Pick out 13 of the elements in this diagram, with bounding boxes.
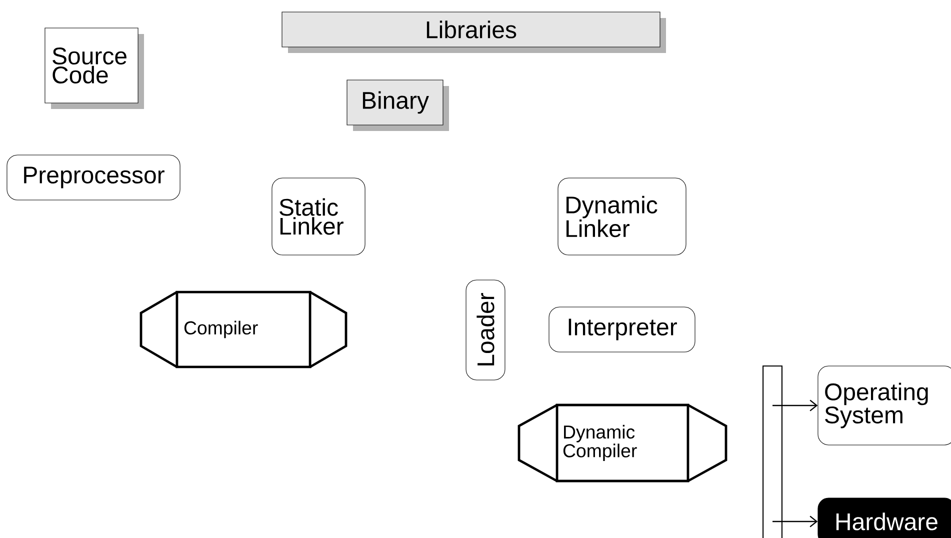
process-box: Preprocessor xyxy=(6,154,180,200)
arrow xyxy=(772,516,818,528)
process-box: Loader xyxy=(466,280,506,380)
process-box: Operating System xyxy=(818,366,951,446)
process-box: Binary xyxy=(346,80,449,131)
vertical-bar xyxy=(762,366,782,538)
process-box: Hardware xyxy=(818,498,951,538)
process-box: Dynamic Linker xyxy=(558,178,686,256)
process-box: Source Code xyxy=(44,28,144,109)
process-box: Libraries xyxy=(282,12,666,53)
arrow xyxy=(772,400,818,412)
process-box: Static Linker xyxy=(272,178,366,256)
process-box: Interpreter xyxy=(548,306,696,352)
